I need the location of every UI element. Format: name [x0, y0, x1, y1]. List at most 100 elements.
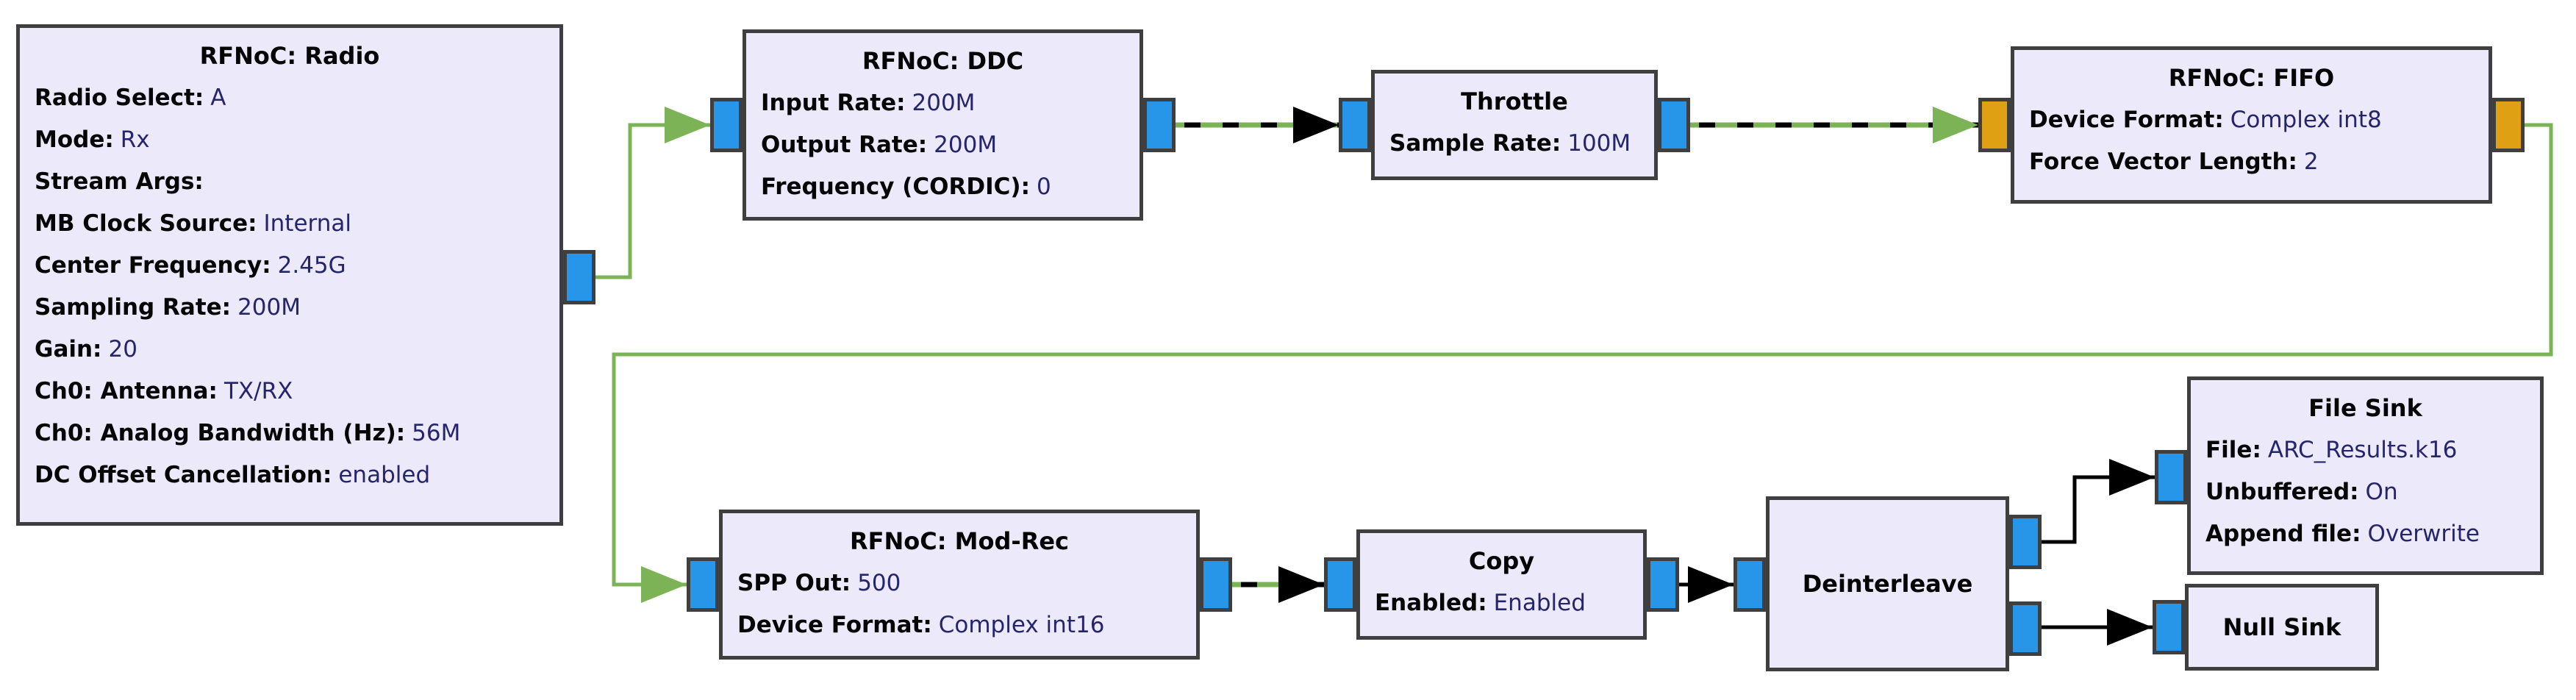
- deinterleave-in0-port[interactable]: [1734, 557, 1766, 612]
- block-title: Copy: [1468, 547, 1535, 575]
- param-row: Input Rate:200M: [761, 82, 1125, 124]
- connection-ddc.out0-to-throttle.in0[interactable]: [1176, 107, 1339, 143]
- param-value: 200M: [934, 132, 998, 158]
- param-row: Radio Select:A: [35, 77, 545, 119]
- param-label: Mode:: [35, 126, 114, 153]
- connection-throttle.out0-to-fifo.in0[interactable]: [1690, 107, 1978, 143]
- param-value: A: [210, 85, 226, 111]
- param-value: enabled: [338, 462, 431, 488]
- connection-arrowhead-icon: [2109, 459, 2155, 496]
- param-row: SPP Out:500: [737, 562, 1181, 604]
- param-label: Ch0: Analog Bandwidth (Hz):: [35, 420, 406, 446]
- param-row: Force Vector Length:2: [2029, 141, 2474, 183]
- param-label: Sample Rate:: [1389, 130, 1561, 157]
- nullsink-in0-port[interactable]: [2153, 600, 2185, 654]
- connection-modrec.out0-to-copy.in0[interactable]: [1232, 566, 1324, 603]
- param-row: Device Format:Complex int16: [737, 604, 1181, 646]
- param-row: Stream Args:: [35, 161, 545, 203]
- param-label: Force Vector Length:: [2029, 149, 2297, 175]
- param-value: Complex int8: [2230, 107, 2382, 133]
- param-value: 200M: [912, 90, 976, 116]
- copy-out0-port[interactable]: [1647, 557, 1679, 612]
- param-row: Gain:20: [35, 329, 545, 371]
- param-label: Frequency (CORDIC):: [761, 174, 1030, 200]
- copy-in0-port[interactable]: [1324, 557, 1356, 612]
- connection-arrowhead-icon: [1688, 566, 1734, 603]
- block-title: Null Sink: [2222, 613, 2341, 641]
- param-row: MB Clock Source:Internal: [35, 203, 545, 245]
- param-row: Center Frequency:2.45G: [35, 245, 545, 287]
- connection-fifo.out0-to-modrec.in0[interactable]: [612, 123, 2553, 603]
- modrec-out0-port[interactable]: [1200, 557, 1232, 612]
- fifo-in0-port[interactable]: [1978, 98, 2011, 152]
- modrec-in0-port[interactable]: [687, 557, 719, 612]
- connection-arrowhead-icon: [641, 566, 687, 603]
- connection-wire[interactable]: [595, 123, 710, 279]
- connection-radio.out0-to-ddc.in0[interactable]: [595, 107, 710, 279]
- param-value: Rx: [120, 126, 150, 153]
- param-row: Frequency (CORDIC):0: [761, 166, 1125, 208]
- connection-copy.out0-to-deinterleave.in0[interactable]: [1679, 566, 1734, 603]
- param-label: Stream Args:: [35, 168, 204, 195]
- param-value: 2.45G: [277, 252, 346, 279]
- ddc-in0-port[interactable]: [710, 98, 743, 152]
- param-label: Input Rate:: [761, 90, 906, 116]
- block-deinterleave[interactable]: Deinterleave: [1766, 496, 2009, 671]
- block-title: File Sink: [2308, 394, 2422, 422]
- connection-arrowhead-icon: [1278, 566, 1324, 603]
- param-label: Gain:: [35, 336, 102, 362]
- throttle-in0-port[interactable]: [1339, 98, 1371, 152]
- param-value: Enabled: [1493, 590, 1586, 616]
- param-value: 500: [857, 570, 901, 596]
- param-row: Mode:Rx: [35, 119, 545, 161]
- connection-deinterleave.out1-to-nullsink.in0[interactable]: [2042, 609, 2153, 646]
- param-value: Complex int16: [938, 612, 1105, 638]
- param-label: DC Offset Cancellation:: [35, 462, 332, 488]
- connection-arrowhead-icon: [665, 107, 710, 143]
- param-label: SPP Out:: [737, 570, 851, 596]
- radio-out0-port[interactable]: [563, 250, 595, 304]
- param-label: File:: [2205, 437, 2261, 463]
- param-label: Append file:: [2205, 521, 2361, 547]
- connection-deinterleave.out0-to-filesink.in0[interactable]: [2042, 459, 2155, 544]
- connection-arrowhead-icon: [2107, 609, 2153, 646]
- block-title: RFNoC: Mod-Rec: [849, 527, 1069, 555]
- filesink-in0-port[interactable]: [2155, 450, 2187, 504]
- param-value: 0: [1036, 174, 1051, 200]
- param-label: Radio Select:: [35, 85, 204, 111]
- block-nullsink[interactable]: Null Sink: [2185, 584, 2379, 671]
- param-label: Center Frequency:: [35, 252, 271, 279]
- param-label: Enabled:: [1375, 590, 1487, 616]
- deinterleave-out0-port[interactable]: [2009, 515, 2042, 569]
- param-label: Device Format:: [2029, 107, 2224, 133]
- block-title: RFNoC: FIFO: [2168, 64, 2335, 92]
- connection-arrowhead-icon: [1293, 107, 1339, 143]
- block-title: Throttle: [1461, 88, 1568, 115]
- ddc-out0-port[interactable]: [1143, 98, 1176, 152]
- param-value: 2: [2303, 149, 2319, 175]
- param-row: Device Format:Complex int8: [2029, 99, 2474, 141]
- block-title: RFNoC: DDC: [862, 47, 1024, 75]
- fifo-out0-port[interactable]: [2492, 98, 2525, 152]
- deinterleave-out1-port[interactable]: [2009, 601, 2042, 656]
- connection-wire[interactable]: [2042, 475, 2155, 544]
- throttle-out0-port[interactable]: [1658, 98, 1690, 152]
- param-value: 20: [108, 336, 137, 362]
- param-label: Unbuffered:: [2205, 479, 2359, 505]
- param-value: Overwrite: [2367, 521, 2480, 547]
- param-row: Append file:Overwrite: [2205, 513, 2525, 555]
- param-value: TX/RX: [223, 378, 293, 404]
- connection-wire[interactable]: [612, 123, 2553, 587]
- param-row: Enabled:Enabled: [1375, 582, 1628, 624]
- param-label: Output Rate:: [761, 132, 928, 158]
- param-value: 100M: [1567, 130, 1631, 157]
